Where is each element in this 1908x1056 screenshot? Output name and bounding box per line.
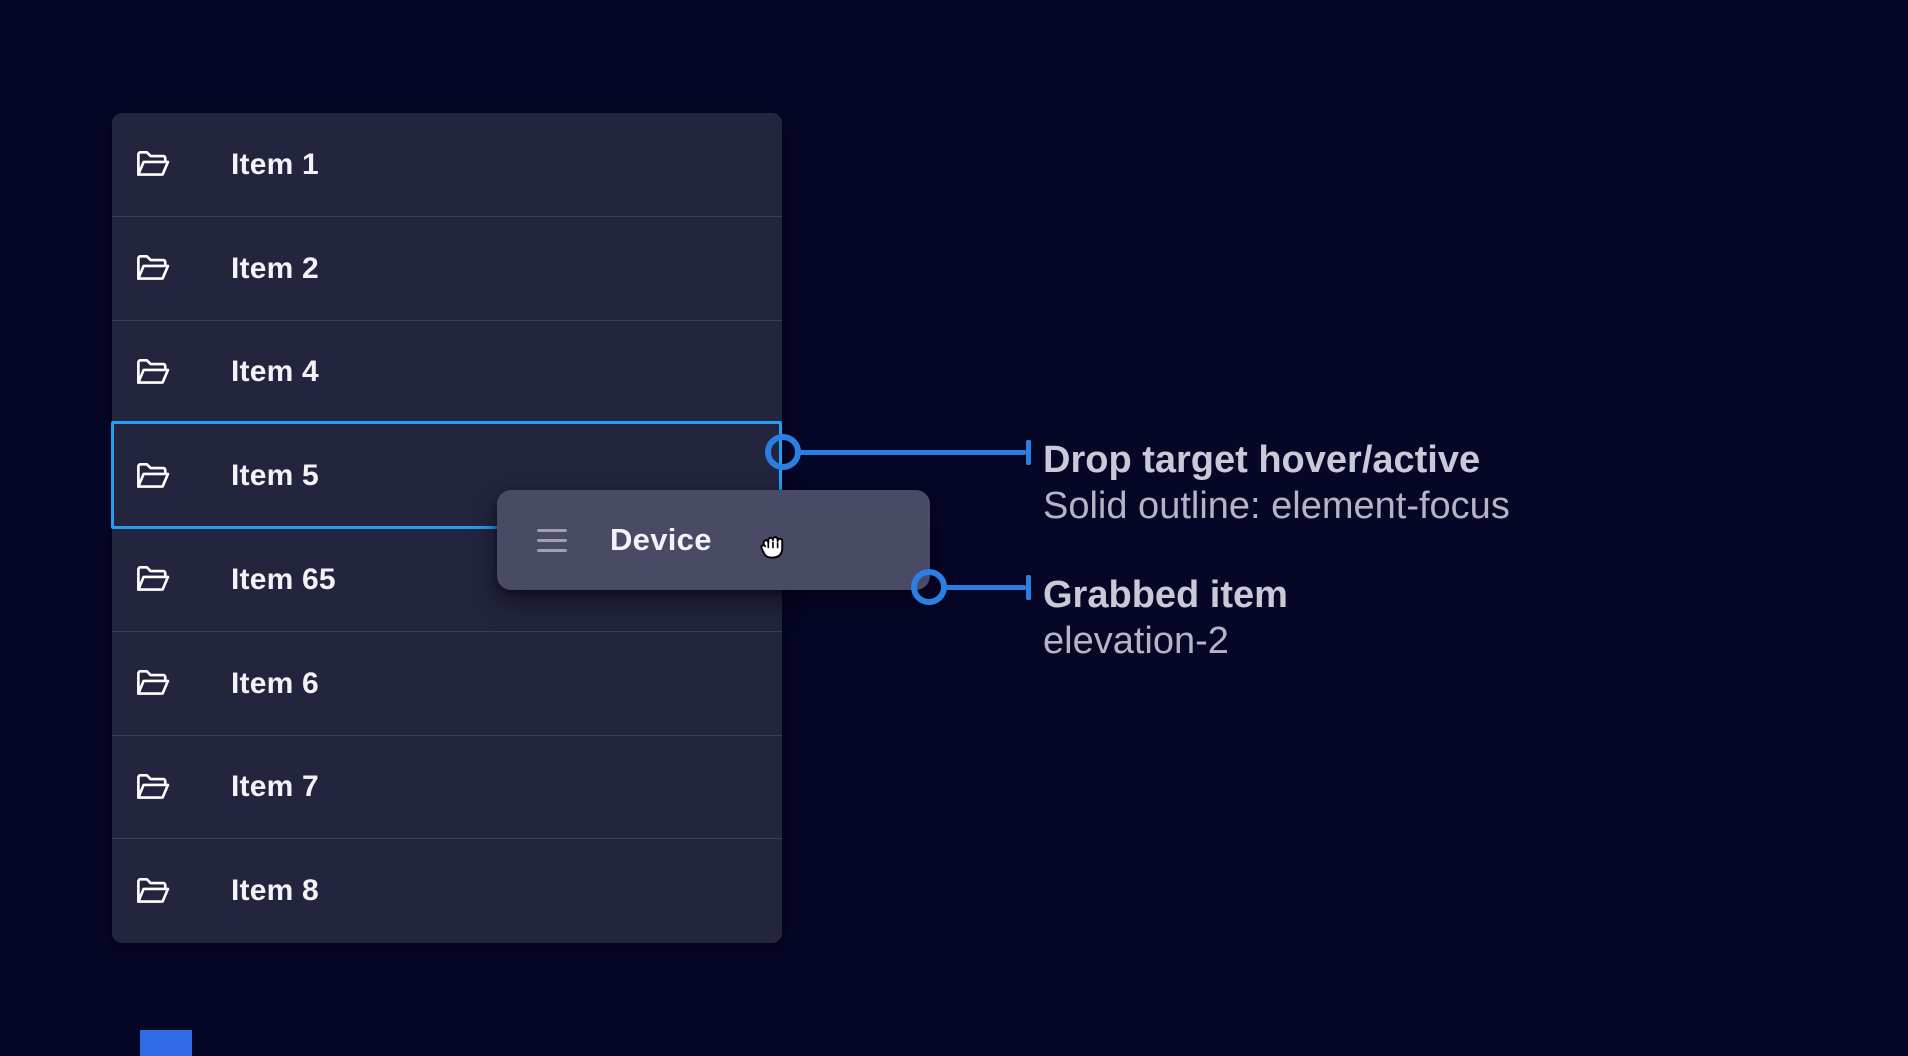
callout-tick-grabbed-item [1026,575,1031,600]
list-item-4[interactable]: Item 4 [112,321,782,425]
list-item-label: Item 7 [231,770,319,804]
annotation-subtitle: elevation-2 [1043,620,1229,662]
list-item-label: Item 6 [231,666,319,700]
callout-line-drop-target [799,450,1026,455]
list-item-8[interactable]: Item 8 [112,839,782,943]
accent-rectangle [140,1030,192,1056]
dragged-item-label: Device [610,522,712,557]
list-item-label: Item 2 [231,251,319,285]
dragged-item-card[interactable]: Device [497,490,930,590]
annotation-subtitle: Solid outline: element-focus [1043,485,1510,527]
callout-line-grabbed-item [945,585,1026,590]
folder-open-icon [137,151,170,177]
list-item-1[interactable]: Item 1 [112,113,782,217]
annotation-title: Drop target hover/active [1043,439,1481,481]
list-item-label: Item 5 [231,459,319,493]
list-item-65[interactable]: Item 65 [112,528,782,632]
folder-open-icon [137,773,170,799]
list-item-6[interactable]: Item 6 [112,632,782,736]
drag-handle-icon[interactable] [537,528,567,552]
list-item-7[interactable]: Item 7 [112,736,782,840]
annotation-title: Grabbed item [1043,574,1288,616]
folder-open-icon [137,566,170,592]
annotation-drop-target: Drop target hover/active Solid outline: … [1043,437,1510,529]
folder-open-icon [137,255,170,280]
callout-circle-grabbed-item [911,569,947,605]
list-item-label: Item 1 [231,147,319,181]
folder-open-icon [137,462,170,488]
annotation-grabbed-item: Grabbed item elevation-2 [1043,572,1288,664]
grabbing-hand-cursor-icon [760,536,784,559]
folder-open-icon [137,358,170,384]
list-item-label: Item 4 [231,355,319,389]
list-item-label: Item 65 [231,562,336,596]
folder-open-icon [137,670,170,695]
callout-tick-drop-target [1026,440,1031,465]
list-item-label: Item 8 [231,874,319,908]
callout-circle-drop-target [765,434,801,470]
folder-open-icon [137,877,170,903]
list-item-2[interactable]: Item 2 [112,217,782,321]
